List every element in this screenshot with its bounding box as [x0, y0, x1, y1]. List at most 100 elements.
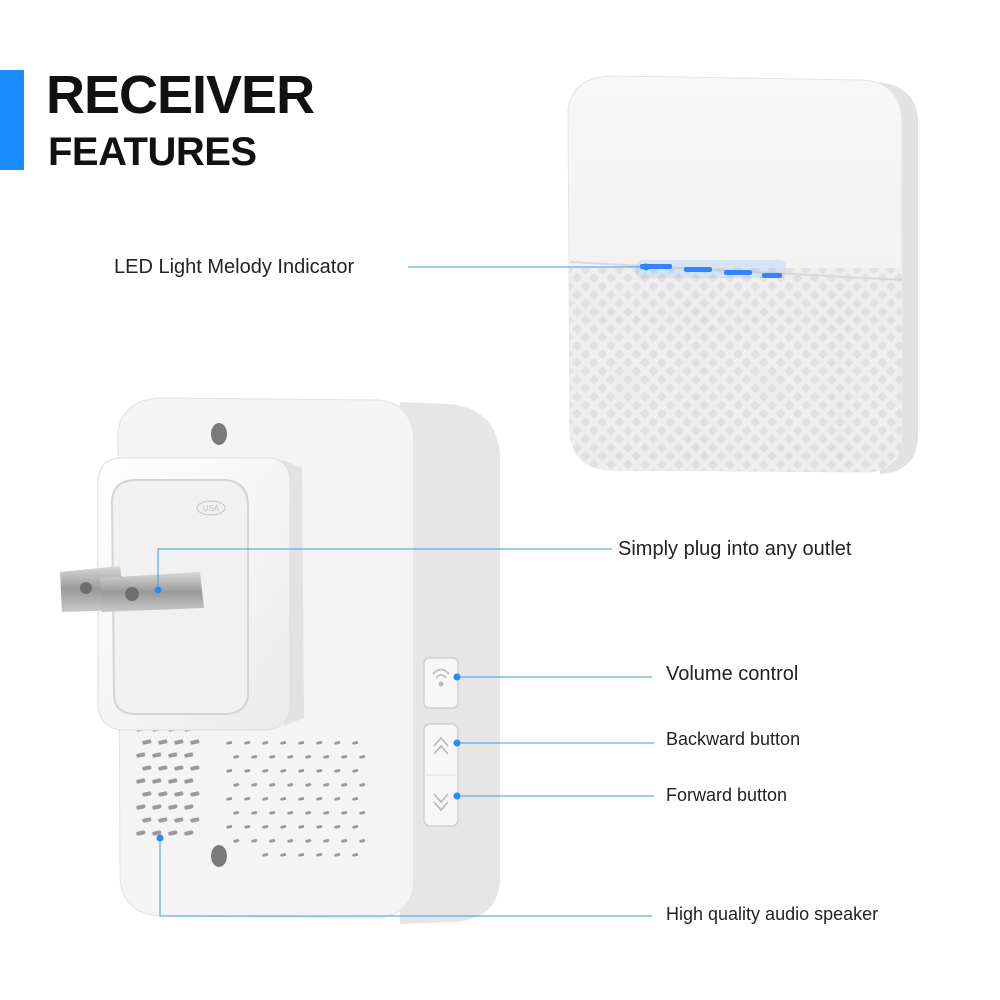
side-buttons: [423, 657, 459, 827]
speaker-mesh-front: [568, 268, 902, 472]
speaker-hole: [184, 830, 194, 836]
speaker-hole: [280, 853, 287, 857]
speaker-hole: [190, 791, 200, 797]
speaker-hole: [244, 825, 251, 829]
speaker-hole: [158, 817, 168, 823]
double-chevron-up-icon: [433, 736, 449, 755]
speaker-hole: [352, 797, 359, 801]
speaker-hole: [233, 839, 240, 843]
speaker-hole: [269, 839, 276, 843]
speaker-hole: [287, 783, 294, 787]
speaker-hole: [152, 830, 162, 836]
leader-forward: [453, 792, 654, 800]
speaker-hole: [262, 769, 269, 773]
speaker-hole: [280, 825, 287, 829]
speaker-hole: [152, 804, 162, 810]
speaker-hole: [269, 811, 276, 815]
speaker-hole: [305, 755, 312, 759]
speaker-hole: [158, 765, 168, 771]
leader-volume: [453, 673, 652, 681]
speaker-hole: [334, 741, 341, 745]
speaker-hole: [226, 797, 233, 801]
speaker-hole: [226, 825, 233, 829]
speaker-hole: [244, 769, 251, 773]
heading-line2: FEATURES: [48, 130, 257, 174]
speaker-hole: [136, 752, 146, 758]
accent-bar: [0, 70, 24, 170]
speaker-hole: [341, 783, 348, 787]
speaker-hole: [174, 739, 184, 745]
speaker-hole: [136, 778, 146, 784]
speaker-hole: [352, 741, 359, 745]
speaker-hole: [298, 797, 305, 801]
speaker-hole: [152, 778, 162, 784]
plug-usa-mark: USA: [203, 504, 220, 513]
speaker-hole: [334, 797, 341, 801]
speaker-hole: [287, 811, 294, 815]
speaker-hole: [152, 752, 162, 758]
speaker-hole: [316, 769, 323, 773]
speaker-hole: [190, 817, 200, 823]
leader-lines: [154, 263, 654, 917]
speaker-hole: [168, 778, 178, 784]
plug-prong-lower: [100, 572, 204, 612]
speaker-hole: [158, 791, 168, 797]
speaker-hole: [305, 839, 312, 843]
speaker-hole: [233, 755, 240, 759]
speaker-hole: [352, 853, 359, 857]
speaker-hole: [262, 797, 269, 801]
speaker-hole: [184, 804, 194, 810]
speaker-hole: [269, 783, 276, 787]
leader-led: [408, 263, 650, 271]
speaker-hole: [359, 783, 366, 787]
speaker-hole: [280, 797, 287, 801]
speaker-hole: [142, 791, 152, 797]
speaker-hole: [262, 741, 269, 745]
speaker-hole: [184, 752, 194, 758]
speaker-hole: [298, 741, 305, 745]
speaker-hole: [316, 825, 323, 829]
speaker-hole: [352, 825, 359, 829]
mount-hole-top: [211, 423, 227, 445]
speaker-hole: [323, 811, 330, 815]
speaker-hole: [352, 769, 359, 773]
speaker-hole: [334, 769, 341, 773]
callout-plug-outlet: Simply plug into any outlet: [618, 538, 852, 560]
speaker-hole: [359, 811, 366, 815]
speaker-hole: [280, 741, 287, 745]
speaker-hole: [244, 797, 251, 801]
speaker-wave-icon: [432, 668, 450, 687]
speaker-hole: [136, 830, 146, 836]
speaker-hole: [168, 752, 178, 758]
leader-speaker: [156, 834, 652, 917]
speaker-hole: [316, 853, 323, 857]
speaker-hole: [323, 839, 330, 843]
speaker-hole: [287, 755, 294, 759]
speaker-hole: [323, 783, 330, 787]
speaker-hole: [142, 817, 152, 823]
leader-backward: [453, 739, 654, 747]
receiver-back: USA: [60, 397, 500, 924]
speaker-hole: [341, 811, 348, 815]
speaker-hole: [251, 811, 258, 815]
speaker-hole: [233, 783, 240, 787]
receiver-front: [567, 75, 918, 474]
speaker-hole: [298, 825, 305, 829]
speaker-hole: [280, 769, 287, 773]
speaker-hole: [262, 825, 269, 829]
speaker-hole: [174, 817, 184, 823]
speaker-hole: [168, 830, 178, 836]
speaker-hole: [190, 765, 200, 771]
speaker-hole: [316, 797, 323, 801]
speaker-hole: [316, 741, 323, 745]
speaker-hole: [269, 755, 276, 759]
speaker-hole: [251, 755, 258, 759]
speaker-hole: [142, 765, 152, 771]
speaker-hole: [262, 853, 269, 857]
double-chevron-down-icon: [433, 793, 449, 812]
callout-led-indicator: LED Light Melody Indicator: [114, 256, 355, 278]
heading-line1: RECEIVER: [46, 65, 315, 125]
speaker-hole: [142, 739, 152, 745]
speaker-hole: [287, 839, 294, 843]
